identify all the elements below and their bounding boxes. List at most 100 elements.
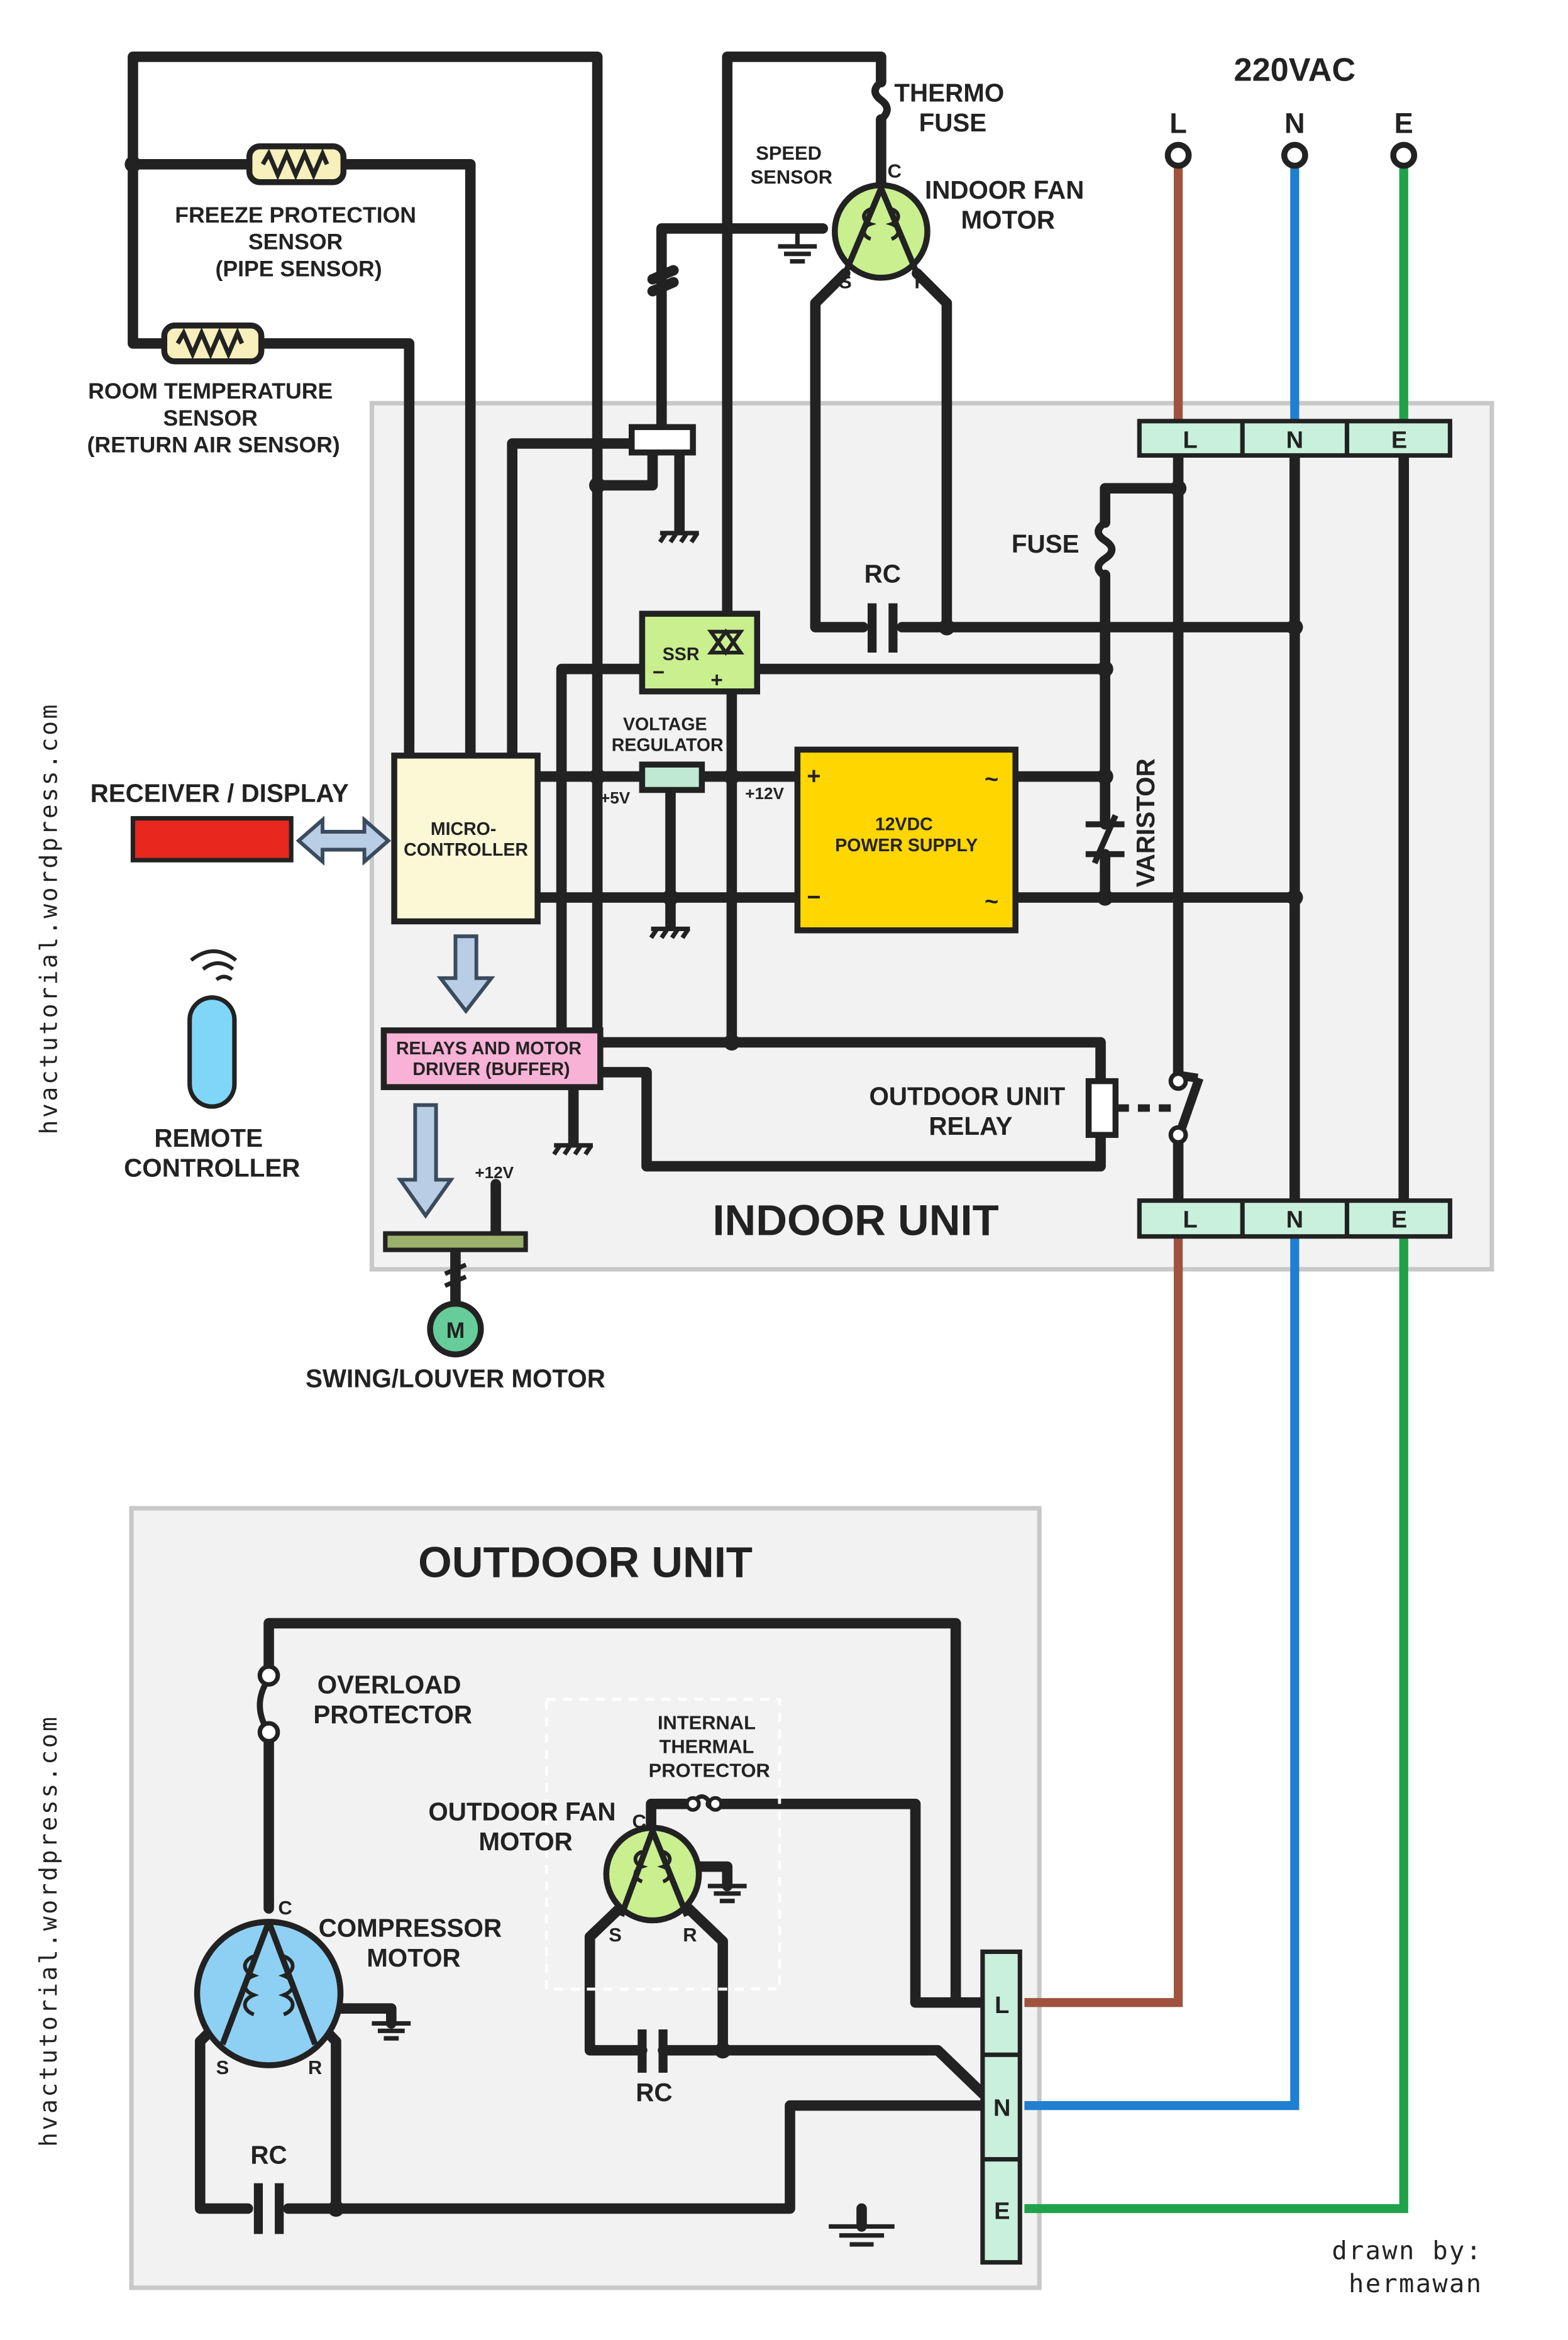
indoor-terminal-top bbox=[1137, 419, 1452, 458]
watermark-bottom: hvactutorial.wordpress.com bbox=[35, 1714, 62, 2146]
outdoor-junctions bbox=[328, 2042, 731, 2217]
voltage-regulator-label: VOLTAGE REGULATOR bbox=[612, 714, 724, 755]
indoor-fan-r: R bbox=[914, 270, 928, 292]
ground-icon bbox=[649, 926, 690, 939]
outdoor-fan-dashed-box bbox=[544, 1697, 781, 1991]
down-arrow-icon bbox=[436, 934, 495, 1014]
psu-minus: − bbox=[807, 884, 820, 910]
receiver-display bbox=[130, 816, 294, 863]
ground-icon bbox=[658, 531, 700, 544]
indoor-terminal-bottom bbox=[1137, 1198, 1452, 1239]
outdoor-terminal-n: N bbox=[993, 2095, 1010, 2122]
supply-terminal-n bbox=[1281, 141, 1308, 169]
power-supply-box bbox=[794, 746, 1019, 934]
power-supply-label: 12VDC POWER SUPPLY bbox=[835, 815, 978, 856]
credit: drawn by: hermawan bbox=[1332, 2236, 1499, 2299]
capacitor-icon bbox=[638, 2029, 668, 2073]
terminal-top-l: L bbox=[1183, 428, 1197, 454]
compressor-r: R bbox=[308, 2056, 322, 2078]
terminal-bottom-l: L bbox=[1183, 1206, 1197, 1233]
varistor-label: VARISTOR bbox=[1131, 758, 1160, 887]
thermo-fuse-icon bbox=[871, 79, 891, 123]
compressor-s: S bbox=[216, 2056, 229, 2078]
outdoor-relay-switch bbox=[1117, 1071, 1204, 1145]
varistor-icon bbox=[1085, 814, 1125, 864]
indoor-fan-s: S bbox=[839, 270, 852, 292]
outdoor-fan-label: OUTDOOR FAN MOTOR bbox=[428, 1797, 622, 1856]
supply-terminals bbox=[1164, 141, 1418, 169]
swing-motor-label: SWING/LOUVER MOTOR bbox=[306, 1364, 605, 1393]
ground-icon bbox=[829, 2224, 895, 2247]
outdoor-relay-label: OUTDOOR UNIT RELAY bbox=[869, 1082, 1072, 1141]
supply-label-n: N bbox=[1284, 107, 1305, 139]
capacitor-icon bbox=[868, 603, 898, 653]
ssr-plus: + bbox=[710, 669, 722, 692]
overload-protector-icon bbox=[257, 1664, 280, 1744]
swing-12v-label: +12V bbox=[475, 1163, 514, 1182]
ground-icon bbox=[372, 2021, 411, 2041]
outdoor-fan-r: R bbox=[683, 1924, 697, 1946]
outdoor-unit-title: OUTDOOR UNIT bbox=[418, 1538, 753, 1586]
thermo-fuse-label: THERMO FUSE bbox=[894, 79, 1011, 138]
freeze-sensor-label: FREEZE PROTECTION SENSOR (PIPE SENSOR) bbox=[175, 202, 422, 282]
indoor-fan-label: INDOOR FAN MOTOR bbox=[925, 175, 1091, 235]
ground-icon bbox=[552, 1143, 594, 1156]
remote-controller-label: REMOTE CONTROLLER bbox=[124, 1123, 300, 1183]
triac-icon bbox=[707, 628, 744, 656]
room-sensor-icon bbox=[161, 323, 265, 365]
supply-title: 220VAC bbox=[1234, 52, 1356, 88]
neutral-wire bbox=[1024, 164, 1300, 2111]
freeze-sensor-icon bbox=[246, 143, 347, 185]
speed-sensor-label: SPEED SENSOR bbox=[751, 142, 832, 188]
outdoor-fan-rc-label: RC bbox=[636, 2078, 672, 2107]
swing-motor-m: M bbox=[446, 1318, 465, 1343]
relays-driver-label: RELAYS AND MOTOR DRIVER (BUFFER) bbox=[396, 1039, 587, 1079]
ssr-minus: − bbox=[653, 661, 665, 685]
fuse-icon bbox=[1095, 519, 1116, 580]
indoor-junctions bbox=[124, 156, 1303, 1051]
indoor-wiring bbox=[128, 51, 1410, 1308]
live-wire bbox=[1024, 164, 1183, 2007]
terminal-top-n: N bbox=[1286, 428, 1303, 454]
bidirectional-arrow-icon bbox=[295, 815, 392, 866]
outdoor-fan-motor-icon bbox=[603, 1824, 702, 1924]
bus-hatch bbox=[444, 1262, 467, 1288]
watermark-top: hvactutorial.wordpress.com bbox=[35, 702, 62, 1134]
compressor-motor-icon bbox=[194, 1919, 344, 2068]
internal-thermal-protector-label: INTERNAL THERMAL PROTECTOR bbox=[649, 1712, 770, 1782]
ssr-label: SSR bbox=[663, 644, 700, 665]
outdoor-relay-coil bbox=[1085, 1078, 1119, 1138]
outdoor-terminal-l: L bbox=[995, 1992, 1009, 2019]
indoor-fan-motor-icon bbox=[832, 182, 930, 281]
fuse-label: FUSE bbox=[1012, 529, 1079, 558]
plus5v-label: +5V bbox=[600, 788, 631, 807]
earth-wire bbox=[1024, 164, 1408, 2214]
terminal-bottom-e: E bbox=[1391, 1206, 1407, 1233]
microcontroller-box bbox=[391, 753, 541, 925]
overload-protector-label: OVERLOAD PROTECTOR bbox=[313, 1670, 472, 1730]
relays-driver-box bbox=[380, 1027, 604, 1090]
supply-terminal-e bbox=[1390, 141, 1418, 169]
room-sensor-label: ROOM TEMPERATURE SENSOR (RETURN AIR SENS… bbox=[87, 378, 340, 458]
swing-driver-bar bbox=[383, 1231, 528, 1252]
psu-ac-top: ~ bbox=[985, 766, 998, 793]
ground-icon bbox=[707, 1884, 747, 1904]
supply-label-l: L bbox=[1169, 107, 1187, 139]
outdoor-fan-s: S bbox=[609, 1924, 622, 1946]
terminal-bottom-n: N bbox=[1286, 1206, 1303, 1233]
ground-icon bbox=[778, 228, 817, 264]
psu-plus: + bbox=[807, 763, 820, 790]
compressor-c: C bbox=[279, 1897, 292, 1919]
indoor-fan-c: C bbox=[888, 160, 902, 182]
supply-terminal-l bbox=[1164, 141, 1192, 169]
outdoor-unit-box bbox=[129, 1506, 1042, 2290]
compressor-label: COMPRESSOR MOTOR bbox=[319, 1914, 509, 1973]
receiver-label: RECEIVER / DISPLAY bbox=[91, 779, 349, 808]
outdoor-fan-c: C bbox=[632, 1810, 646, 1832]
outdoor-terminal-e: E bbox=[994, 2199, 1010, 2225]
terminal-top-e: E bbox=[1391, 428, 1407, 454]
down-arrow-icon bbox=[396, 1103, 455, 1219]
speed-sensor-relay bbox=[628, 424, 696, 456]
compressor-rc-label: RC bbox=[250, 2141, 287, 2170]
